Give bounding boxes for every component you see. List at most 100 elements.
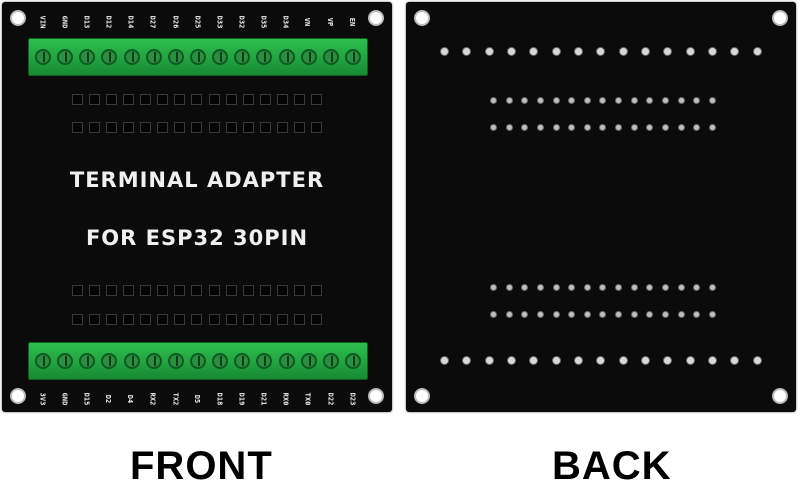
pin-label: TX2 xyxy=(170,392,179,406)
back-caption: BACK xyxy=(552,444,672,488)
top-terminal-block xyxy=(28,38,368,76)
solder-row-header xyxy=(490,124,716,131)
terminal-screw xyxy=(145,49,162,65)
solder-pad xyxy=(708,47,718,56)
solder-pad xyxy=(685,47,695,56)
front-caption: FRONT xyxy=(130,444,273,488)
pin-label: D15 xyxy=(82,392,91,406)
pin-label: D25 xyxy=(192,15,201,29)
terminal-screw xyxy=(300,353,317,369)
terminal-screw xyxy=(101,353,118,369)
solder-pad xyxy=(641,47,651,56)
pin-label: D34 xyxy=(281,15,290,29)
header-socket xyxy=(89,122,101,133)
header-socket xyxy=(106,285,118,296)
header-socket xyxy=(72,314,83,325)
header-socket xyxy=(174,314,186,325)
terminal-screw xyxy=(79,49,96,65)
solder-pad xyxy=(708,97,716,104)
terminal-screw xyxy=(278,49,295,65)
solder-pad xyxy=(677,284,685,291)
header-socket xyxy=(208,94,220,105)
solder-row-bottom xyxy=(440,356,762,365)
mounting-hole-bottom-left xyxy=(10,388,26,404)
solder-pad xyxy=(693,311,701,318)
solder-pad xyxy=(662,311,670,318)
terminal-screw xyxy=(234,49,251,65)
header-socket xyxy=(310,94,322,105)
solder-pad xyxy=(693,284,701,291)
solder-pad xyxy=(536,97,544,104)
solder-pad xyxy=(583,284,591,291)
header-row xyxy=(72,285,322,298)
pin-label: VN xyxy=(303,17,312,27)
header-socket xyxy=(293,285,305,296)
header-socket xyxy=(310,122,322,133)
solder-pad xyxy=(507,47,517,56)
solder-pad xyxy=(662,97,670,104)
solder-row-header xyxy=(490,311,716,318)
header-socket xyxy=(140,122,152,133)
terminal-screw xyxy=(212,353,229,369)
solder-pad xyxy=(440,356,449,365)
pin-label: D13 xyxy=(82,15,91,29)
header-socket xyxy=(140,94,152,105)
solder-pad xyxy=(484,47,494,56)
pin-label: D23 xyxy=(347,392,356,406)
solder-pad xyxy=(708,311,716,318)
solder-pad xyxy=(618,47,628,56)
solder-pad xyxy=(599,311,607,318)
solder-pad xyxy=(618,356,628,365)
back-board xyxy=(406,2,796,412)
header-socket xyxy=(259,94,271,105)
mounting-hole-bottom-left xyxy=(414,388,430,404)
solder-pad xyxy=(490,124,497,131)
header-socket xyxy=(225,285,237,296)
solder-pad xyxy=(440,47,449,56)
mounting-hole-bottom-right xyxy=(368,388,384,404)
terminal-screw xyxy=(123,49,140,65)
terminal-screw xyxy=(300,49,317,65)
header-socket xyxy=(174,94,186,105)
solder-pad xyxy=(599,124,607,131)
pin-label: VIN xyxy=(38,15,46,29)
solder-row-header xyxy=(490,284,716,291)
terminal-screw xyxy=(101,49,118,65)
solder-pad xyxy=(568,124,576,131)
terminal-screw xyxy=(256,49,273,65)
solder-pad xyxy=(646,284,654,291)
pin-label: D21 xyxy=(259,392,268,406)
header-socket xyxy=(157,122,169,133)
solder-pad xyxy=(505,97,513,104)
solder-pad xyxy=(484,356,494,365)
header-socket xyxy=(225,94,237,105)
solder-pad xyxy=(536,124,544,131)
header-socket xyxy=(225,122,237,133)
solder-pad xyxy=(552,97,560,104)
header-socket xyxy=(123,94,135,105)
solder-pad xyxy=(521,311,529,318)
mounting-hole-top-left xyxy=(414,10,430,26)
pin-label: D22 xyxy=(325,392,334,406)
solder-pad xyxy=(685,356,695,365)
header-socket xyxy=(225,314,237,325)
header-socket xyxy=(293,122,305,133)
header-socket xyxy=(191,122,203,133)
header-socket xyxy=(208,122,220,133)
solder-pad xyxy=(536,284,544,291)
header-socket xyxy=(208,285,220,296)
solder-pad xyxy=(529,47,539,56)
solder-pad xyxy=(490,311,497,318)
solder-pad xyxy=(677,311,685,318)
solder-pad xyxy=(599,284,607,291)
pin-label: D26 xyxy=(170,15,179,29)
solder-pad xyxy=(630,124,638,131)
solder-pad xyxy=(574,356,584,365)
solder-row-top xyxy=(440,47,762,56)
bottom-terminal-block xyxy=(28,342,368,380)
solder-pad xyxy=(596,47,606,56)
solder-pad xyxy=(677,97,685,104)
mounting-hole-top-left xyxy=(10,10,26,26)
pin-label: 3V3 xyxy=(38,392,46,406)
header-row xyxy=(72,94,322,107)
